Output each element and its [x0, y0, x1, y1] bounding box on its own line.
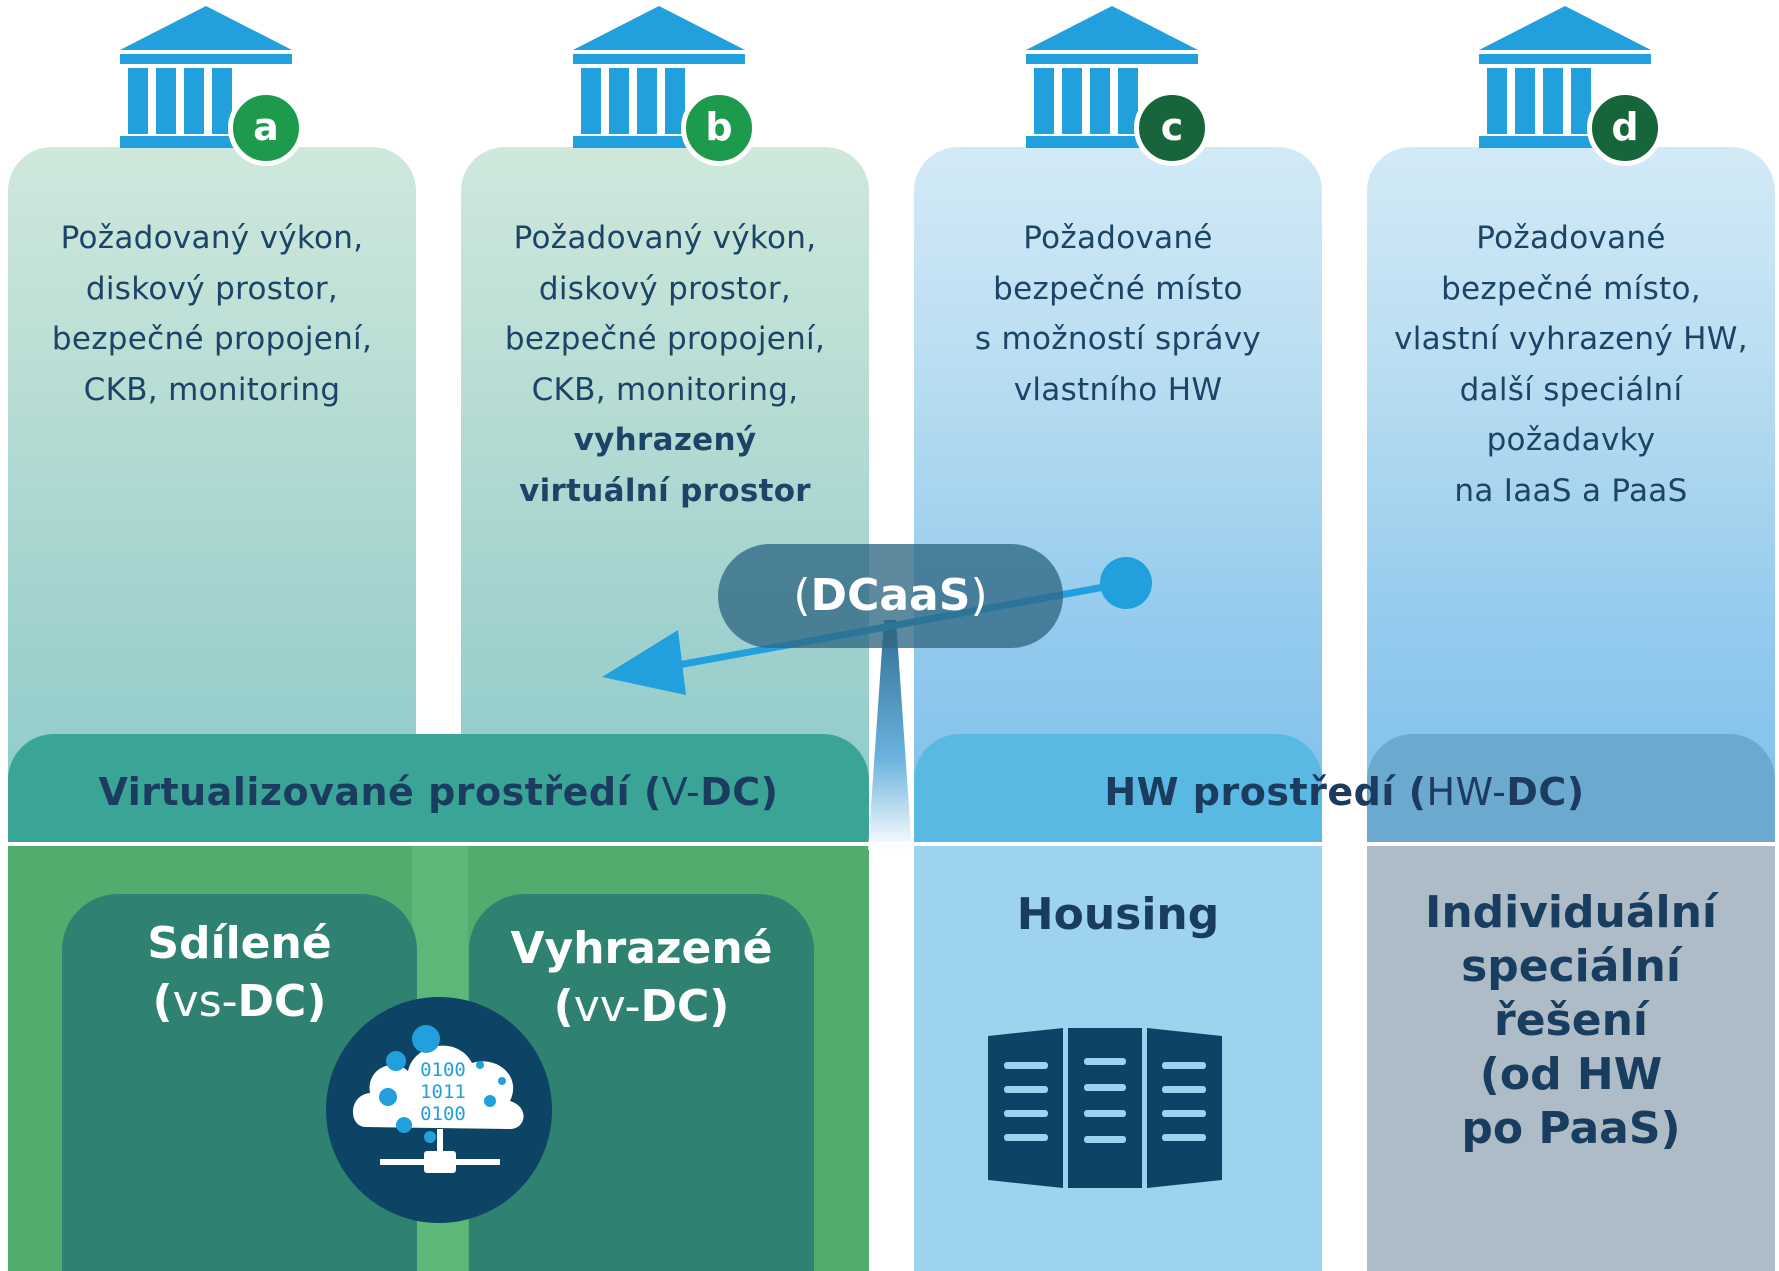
band-title-virtual: Virtualizované prostředí (V-DC): [8, 770, 869, 814]
binary-line: 0100: [420, 1103, 466, 1125]
dcaas-pill: (DCaaS): [718, 544, 1063, 648]
band-title-bold: DC): [700, 770, 779, 814]
column-card-c: [914, 147, 1322, 843]
individual-title: Individuální speciální řešení (od HW po …: [1367, 886, 1775, 1156]
column-text-d: Požadované bezpečné místo, vlastní vyhra…: [1361, 213, 1779, 516]
band-hw-d: [1367, 734, 1775, 842]
building-icon: [120, 6, 292, 148]
column-card-d: [1367, 147, 1775, 843]
column-text-line: diskový prostor,: [85, 270, 339, 307]
arrow-head-icon: [602, 630, 686, 695]
column-text-line: bezpečné místo: [993, 270, 1243, 307]
individual-line: Individuální: [1424, 887, 1718, 938]
column-text-line: CKB, monitoring: [83, 371, 341, 408]
band-hw-c: [914, 734, 1322, 842]
housing-title: Housing: [1016, 889, 1220, 940]
individual-line: (od HW: [1479, 1049, 1663, 1100]
shared-title-line1: Sdílené: [147, 918, 332, 969]
horizontal-divider: [8, 842, 1775, 846]
shared-title-open: (: [152, 976, 173, 1027]
band-title-hw: HW prostředí (HW-DC): [914, 770, 1775, 814]
binary-line: 1011: [420, 1081, 466, 1103]
server-rack-icon: [988, 1028, 1222, 1188]
dcaas-beam: [868, 620, 912, 850]
column-card-b: [461, 147, 869, 843]
shared-title: Sdílené (vs-DC): [62, 915, 417, 1031]
band-title-bold: HW prostředí (: [1104, 770, 1427, 814]
column-text-c: Požadované bezpečné místo s možností spr…: [908, 213, 1328, 415]
dcaas-open: (: [793, 570, 811, 621]
dcaas-close: ): [970, 570, 988, 621]
column-text-line: bezpečné propojení,: [504, 321, 826, 357]
column-text-b: Požadovaný výkon, diskový prostor, bezpe…: [455, 213, 875, 516]
individual-line: speciální: [1461, 941, 1681, 992]
column-text-line: na IaaS a PaaS: [1454, 472, 1688, 509]
shared-title-light: vs-: [172, 976, 238, 1027]
column-text-line: Požadovaný výkon,: [513, 220, 817, 256]
dedicated-title: Vyhrazené (vv-DC): [469, 920, 814, 1036]
column-text-line: Požadovaný výkon,: [60, 220, 364, 256]
column-text-line: CKB, monitoring,: [531, 371, 799, 408]
band-title-light: V-: [661, 770, 701, 814]
badge-c: c: [1134, 90, 1210, 166]
arrow-start-dot: [1100, 557, 1152, 609]
column-text-bold-line: virtuální prostor: [519, 472, 811, 509]
column-text-line: bezpečné místo,: [1441, 270, 1701, 307]
dedicated-title-light: vv-: [573, 981, 641, 1032]
column-text-line: Požadované: [1476, 220, 1666, 256]
column-text-line: diskový prostor,: [538, 270, 792, 307]
dedicated-title-open: (: [553, 981, 574, 1032]
column-text-line: Požadované: [1023, 220, 1213, 256]
column-text-line: s možností správy: [974, 321, 1262, 357]
dedicated-title-bold: DC): [640, 981, 730, 1032]
band-title-bold: Virtualizované prostředí (: [98, 770, 662, 814]
cloud-data-icon: 0100 1011 0100: [326, 997, 552, 1223]
column-text-a: Požadovaný výkon, diskový prostor, bezpe…: [2, 213, 422, 415]
badge-d: d: [1587, 90, 1663, 166]
dcaas-label: DCaaS: [810, 570, 971, 621]
column-card-a: [8, 147, 416, 843]
column-text-line: vlastní vyhrazený HW,: [1394, 321, 1748, 357]
dedicated-title-line1: Vyhrazené: [510, 923, 773, 974]
individual-line: po PaaS): [1461, 1103, 1681, 1154]
individual-area: [1367, 846, 1775, 1271]
individual-line: řešení: [1494, 995, 1648, 1046]
column-text-line: další speciální: [1459, 371, 1683, 408]
column-text-line: požadavky: [1486, 422, 1656, 458]
band-title-light: HW-: [1426, 770, 1507, 814]
badge-a: a: [228, 90, 304, 166]
column-text-bold-line: vyhrazený: [573, 422, 757, 458]
badge-b: b: [681, 90, 757, 166]
band-title-bold: DC): [1506, 770, 1585, 814]
column-text-line: bezpečné propojení,: [51, 321, 373, 357]
shared-title-bold: DC): [237, 976, 327, 1027]
band-virtual: [8, 734, 869, 842]
column-text-line: vlastního HW: [1013, 371, 1223, 408]
binary-line: 0100: [420, 1059, 466, 1081]
